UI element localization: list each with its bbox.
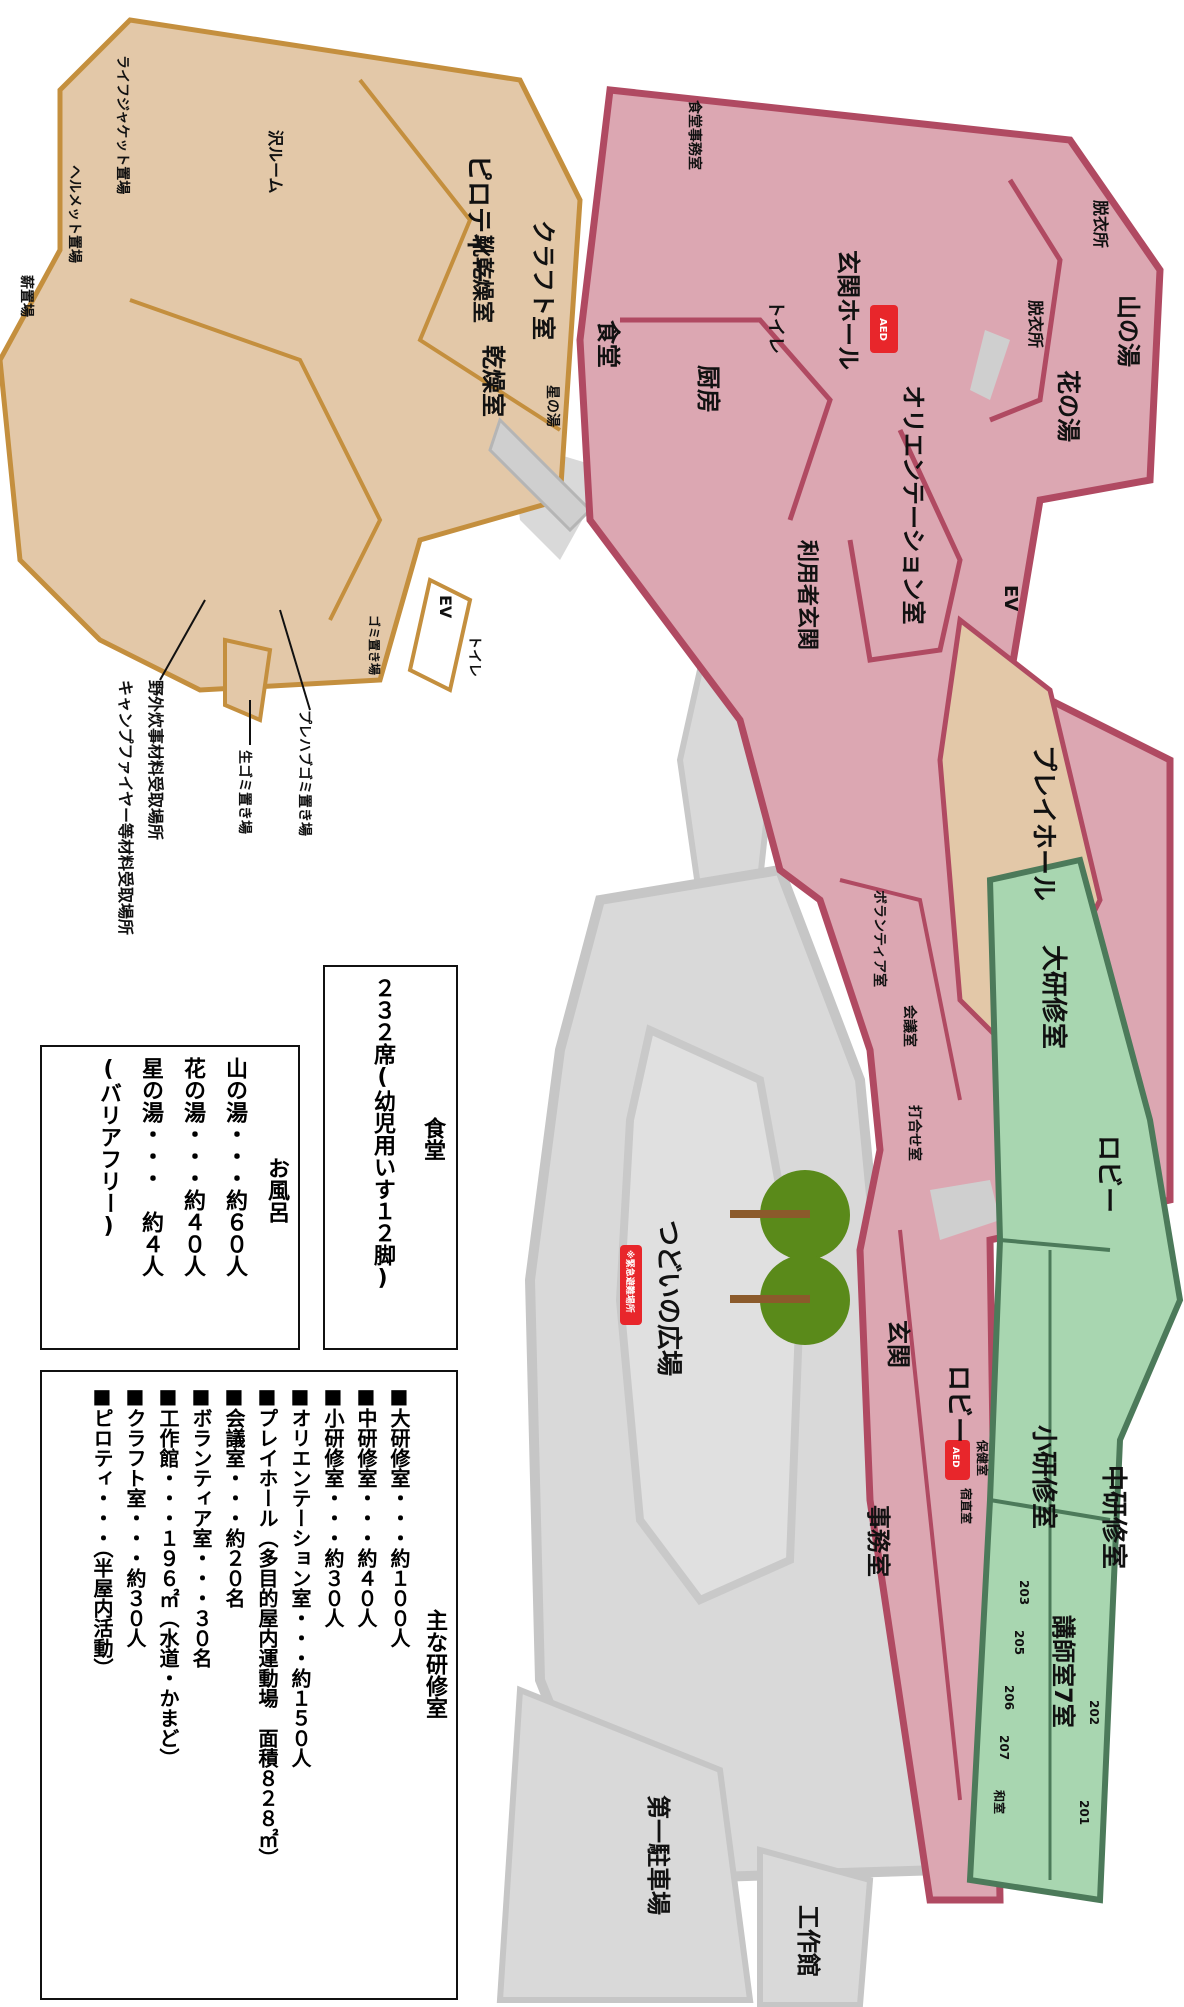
- room-washitsu: 和室: [992, 1789, 1007, 1814]
- main-ev-label: EV: [1000, 585, 1021, 611]
- rooms-line-2: ■中研修室・・・約４０人: [354, 1384, 378, 1628]
- room-202: 202: [1087, 1700, 1101, 1725]
- aed-badge-office: [945, 1440, 970, 1480]
- training-lobby-label: ロビー: [1093, 1135, 1123, 1213]
- room-203: 203: [1017, 1580, 1031, 1605]
- rooms-line-8: ■工作館・・・１９６㎡（水道・かまど）: [156, 1384, 180, 1768]
- annex-building: [0, 17, 593, 723]
- aed-office-label: AED: [950, 1447, 960, 1468]
- rooms-line-5: ■プレイホール（多目的屋内運動場 面積８２８㎡）: [255, 1384, 279, 1868]
- room-201: 201: [1077, 1800, 1091, 1825]
- sawa-room-label: 沢ルーム: [266, 130, 285, 194]
- dressing1-label: 脱衣所: [1091, 200, 1110, 248]
- aed-badge-main: [870, 305, 898, 353]
- evac-label: ※緊急避難場所: [624, 1250, 636, 1313]
- evac-badge: [620, 1245, 642, 1325]
- annex-trash-label: ゴミ置き場: [367, 615, 382, 675]
- health-room-label: 保健室: [975, 1439, 990, 1476]
- main-labels: 食堂事務室 食堂 厨房 トイレ 玄関ホール AED 脱衣所 脱衣所 山の湯 花の…: [594, 100, 1142, 1161]
- annex-toilet-label: トイレ: [466, 635, 482, 677]
- office-wing-labels: ロビー 玄関 事務室 AED 保健室 宿直室: [864, 1320, 990, 1577]
- dressing2-label: 脱衣所: [1026, 300, 1045, 348]
- aed-main-label: AED: [877, 318, 888, 341]
- user-entrance-label: 利用者玄関: [794, 540, 820, 650]
- small-training-label: 小研修室: [1028, 1425, 1059, 1529]
- hoshi-bath-label: 星の湯: [544, 385, 561, 427]
- rooms-info-box: 主な研修室 ■大研修室・・・約１００人 ■中研修室・・・約４０人 ■小研修室・・…: [40, 1370, 458, 2000]
- bath-line-1: 山の湯・・・約６０人: [222, 1057, 247, 1277]
- office-entrance-label: 玄関: [884, 1320, 912, 1368]
- main-toilet-label: トイレ: [765, 300, 786, 354]
- rooms-line-10: ■ピロティ・・・（半屋内活動）: [90, 1384, 114, 1678]
- room-205: 205: [1012, 1630, 1026, 1655]
- training-building: [966, 856, 1184, 1904]
- grounds: [496, 440, 946, 2007]
- firewood-label: 薪置場: [18, 275, 35, 317]
- trees: [730, 1170, 850, 1345]
- office-label: 事務室: [864, 1505, 892, 1577]
- pilotis-label: ピロティー: [463, 155, 493, 283]
- rooms-line-9: ■クラフト室・・・約３０人: [123, 1384, 147, 1648]
- annex-ev-label: EV: [436, 595, 455, 619]
- parking-label: 第一駐車場: [644, 1795, 672, 1915]
- rooms-line-3: ■小研修室・・・約３０人: [321, 1384, 345, 1628]
- kitchen-label: 厨房: [694, 365, 722, 413]
- parking-lot: [496, 1685, 754, 2003]
- callouts: 生ゴミ置き場 プレハブゴミ置き場 野外炊事材料受取場所 キャンプファイヤー等材料…: [116, 599, 313, 935]
- craft-room-label: クラフト室: [529, 220, 557, 340]
- yama-bath-label: 山の湯: [1114, 295, 1142, 367]
- prefab-trash-callout: プレハブゴミ置き場: [296, 710, 313, 836]
- cafeteria-label: 食堂: [594, 320, 622, 368]
- rooms-info-title: 主な研修室: [422, 1609, 447, 1719]
- hana-bath-label: 花の湯: [1054, 370, 1082, 442]
- cafeteria-info-box: 食堂 ２３２席(幼児用いす１２脚): [323, 965, 458, 1350]
- training-labels: 大研修室 ロビー 中研修室 小研修室 講師室7室 202 201 203 205…: [992, 945, 1129, 1825]
- mid-training-label: 中研修室: [1098, 1465, 1129, 1569]
- office-lobby-label: ロビー: [943, 1365, 973, 1443]
- orientation-label: オリエンテーション室: [899, 385, 927, 625]
- workshop-building: [757, 1846, 874, 2007]
- rooms-line-6: ■会議室・・・約２０名: [222, 1384, 246, 1608]
- outdoor-materials-callout: 野外炊事材料受取場所: [146, 680, 165, 840]
- campfire-materials-callout: キャンプファイヤー等材料受取場所: [116, 680, 135, 935]
- room-207: 207: [997, 1735, 1011, 1760]
- bath-info-title: お風呂: [264, 1157, 289, 1223]
- rooms-line-1: ■大研修室・・・約１００人: [387, 1384, 411, 1648]
- entrance-hall-label: 玄関ホール: [834, 250, 862, 370]
- instructor-label: 講師室7室: [1049, 1615, 1077, 1728]
- play-hall-label: プレイホール: [1028, 745, 1058, 901]
- raw-trash-callout: 生ゴミ置き場: [236, 750, 253, 834]
- large-training-label: 大研修室: [1038, 945, 1069, 1049]
- outdoor-labels: つどいの広場 ※緊急避難場所 第一駐車場 工作館: [624, 1220, 822, 1977]
- plaza-label: つどいの広場: [653, 1220, 684, 1376]
- drying-room-label: 乾燥室: [479, 345, 507, 417]
- room-206: 206: [1002, 1685, 1016, 1710]
- life-jacket-label: ライフジャケット置場: [114, 55, 131, 194]
- conference-label: 会議室: [901, 1005, 918, 1047]
- bath-info-box: お風呂 山の湯・・・約６０人 花の湯・・・約４０人 星の湯・・・ 約４人 (バリ…: [40, 1045, 300, 1350]
- duty-room-label: 宿直室: [959, 1488, 974, 1524]
- bath-line-3: 星の湯・・・ 約４人: [138, 1057, 163, 1277]
- cafeteria-info-text: ２３２席(幼児用いす１２脚): [370, 977, 395, 1291]
- rooms-line-7: ■ボランティア室・・・３０名: [189, 1384, 213, 1668]
- cafeteria-info-title: 食堂: [420, 1117, 445, 1161]
- meeting-label: 打合せ室: [906, 1105, 923, 1161]
- workshop-label: 工作館: [794, 1905, 822, 1977]
- helmet-label: ヘルメット置場: [66, 165, 83, 263]
- annex-labels: ピロティー クラフト室 靴乾燥室 乾燥室 星の湯 沢ルーム ライフジャケット置場…: [18, 55, 561, 677]
- boot-drying-label: 靴乾燥室: [469, 235, 495, 323]
- cafeteria-office-label: 食堂事務室: [686, 100, 703, 170]
- rooms-line-4: ■オリエンテーション室・・・約１５０人: [288, 1384, 312, 1768]
- volunteer-label: ボランティア室: [871, 890, 888, 987]
- bath-line-4: (バリアフリー): [96, 1057, 121, 1239]
- bath-line-2: 花の湯・・・約４０人: [180, 1057, 205, 1277]
